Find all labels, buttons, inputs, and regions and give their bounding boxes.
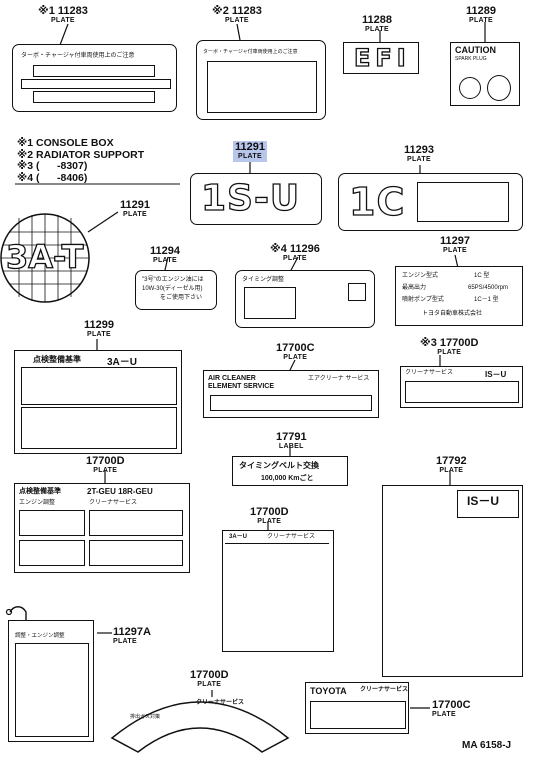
legend-item: ※3 ( -8307)	[17, 160, 88, 172]
plate-17700d-isu: クリーナサービス IS－U	[400, 366, 523, 408]
arc-plate-text: クリーナサービス	[196, 700, 245, 706]
plate-text: クリーナサービス	[405, 370, 454, 376]
plate-model: IS－U	[485, 370, 507, 379]
legend-item: ※1 CONSOLE BOX	[17, 137, 114, 149]
plate-text: 1C 型	[474, 273, 490, 279]
plate-11283-console: ターボ・チャージャ付車両使用上のご注意	[12, 44, 177, 112]
plate-17700d-2t: 点検整備基準 2T-GEU 18R-GEU エンジン調整 クリーナサービス	[14, 483, 190, 573]
caution-text: CAUTION	[455, 45, 496, 55]
plate-11288-efi: EFI	[343, 42, 419, 74]
plate-title: 点検整備基準	[19, 488, 61, 495]
plate-11291-1su: 1S-U	[190, 173, 322, 225]
blank-box	[417, 182, 509, 222]
efi-text: EFI	[353, 43, 411, 72]
legend: ※1 CONSOLE BOX ※2 RADIATOR SUPPORT ※3 ( …	[17, 137, 145, 184]
plate-text: 噴射ポンプ型式	[402, 297, 444, 303]
plate-model: 2T-GEU 18R-GEU	[87, 487, 153, 496]
plate-text: をご使用下さい	[160, 295, 203, 301]
plate-11297: エンジン型式 1C 型 最高出力 65PS/4500rpm 噴射ポンプ型式 1C…	[395, 266, 523, 326]
plate-text: クリーナサービス	[89, 500, 138, 506]
plate-text: クリーナサービス	[360, 687, 409, 693]
plug-icon	[487, 75, 511, 101]
diagram-code: MA 6158-J	[462, 740, 512, 751]
legend-item: ※2 RADIATOR SUPPORT	[17, 148, 145, 161]
plate-11299: 点検整備基準 3A－U	[14, 350, 182, 454]
plate-text: エアクリーナ サービス	[308, 376, 370, 382]
plate-17700d-3au: 3A－U クリーナサービス	[222, 530, 334, 652]
toyota-text: TOYOTA	[310, 686, 347, 696]
plate-text: 調整・エンジン調整	[15, 633, 65, 639]
plate-text: ターボ・チャージャ付車両使用上のご注意	[203, 49, 298, 55]
plate-11289-caution: CAUTION SPARK PLUG	[450, 42, 520, 106]
big-3at-text: 3A-T	[5, 237, 84, 276]
plate-text: エンジン調整	[19, 500, 56, 506]
caution-subtext: SPARK PLUG	[455, 56, 487, 62]
plate-text: 65PS/4500rpm	[468, 285, 509, 291]
plate-model: 3A－U	[107, 357, 138, 368]
plate-text: タイミングベルト交換	[239, 461, 319, 470]
plate-text: 100,000 Kmごと	[261, 475, 314, 482]
no-symbol-icon	[459, 77, 481, 99]
plate-text: 10W-30(ディーゼル用)	[142, 286, 203, 292]
plate-11294: "3号"のエンジン油には 10W-30(ディーゼル用) をご使用下さい	[135, 270, 217, 310]
legend-item: ※4 ( -8406)	[17, 171, 88, 184]
big-1c-text: 1C	[348, 179, 406, 224]
plate-model: 3A－U	[229, 534, 248, 540]
plate-text: エンジン型式	[402, 273, 439, 279]
arc-plate-subtext: 排出ガス対策	[130, 714, 161, 720]
plate-model: IS－U	[467, 494, 500, 508]
plate-text: ターボ・チャージャ付車両使用上のご注意	[21, 53, 135, 59]
big-1su-text: 1S-U	[200, 177, 301, 219]
plate-text: "3号"のエンジン油には	[142, 277, 204, 283]
plate-17792: IS－U	[382, 485, 523, 677]
plate-11297a: 調整・エンジン調整	[8, 620, 94, 742]
label-17791-timing-belt: タイミングベルト交換 100,000 Kmごと	[232, 456, 348, 486]
plate-text: クリーナサービス	[267, 534, 316, 540]
plate-17700c-toyota: TOYOTA クリーナサービス	[305, 682, 409, 734]
plate-11283-radiator: ターボ・チャージャ付車両使用上のご注意	[196, 40, 326, 120]
plate-text: 1C－1 型	[474, 297, 499, 303]
plate-11296: タイミング調整	[235, 270, 375, 328]
plate-text: 最高出力	[402, 285, 427, 291]
plate-text: タイミング調整	[242, 277, 285, 283]
plate-text: トヨタ自動車株式会社	[422, 311, 483, 317]
plate-11293-1c: 1C	[338, 173, 523, 231]
plate-title: 点検整備基準	[33, 355, 81, 364]
